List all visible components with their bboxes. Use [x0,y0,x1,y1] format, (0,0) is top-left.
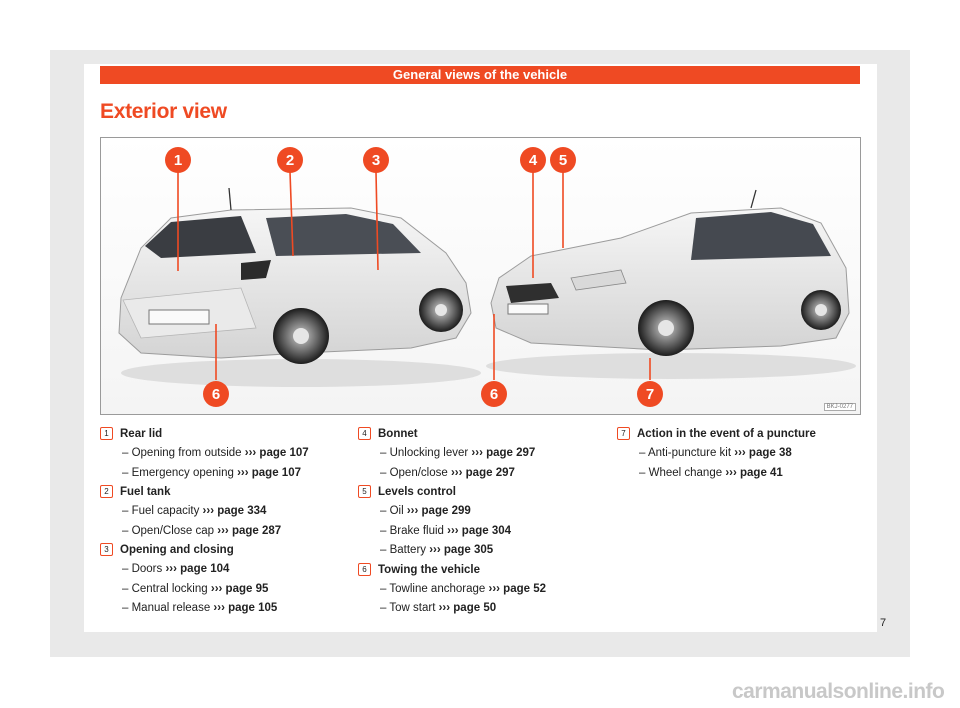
subitem: – Open/close ››› page 297 [380,466,515,479]
callout-number: 4 [529,152,538,169]
legend-item-rear-lid: 1 Rear lid – Opening from outside ››› pa… [100,426,330,484]
item-number: 3 [100,543,113,556]
item-title: Bonnet [378,428,418,440]
vehicle-illustration: 1 2 3 4 5 6 6 7 [118,147,856,407]
item-number: 1 [100,427,113,440]
item-title: Action in the event of a puncture [637,428,816,440]
item-number: 2 [100,485,113,498]
subitem: – Tow start ››› page 50 [380,602,497,614]
item-number: 7 [617,427,630,440]
page-title: Exterior view [100,100,227,123]
page-reference-link[interactable]: ››› page 299 [406,505,471,517]
page-reference-link[interactable]: ››› page 105 [213,602,278,614]
item-number: 5 [358,485,371,498]
item-title: Levels control [378,486,456,498]
page-reference-link[interactable]: ››› page 305 [429,544,494,556]
item-title: Towing the vehicle [378,563,481,576]
vehicle-figure: 1 2 3 4 5 6 6 7 BKJ-0277 [100,137,861,415]
subitem: – Central locking ››› page 95 [122,582,269,595]
callout-number: 6 [490,386,498,403]
callout-marker [277,147,303,173]
page-reference-link[interactable]: ››› page 52 [488,582,546,595]
page-reference-link[interactable]: ››› page 304 [447,524,512,537]
page-reference-link[interactable]: ››› page 334 [202,505,267,517]
page-reference-link[interactable]: ››› page 297 [450,466,515,479]
subitem: – Unlocking lever ››› page 297 [380,447,536,459]
legend-item-puncture: 7 Action in the event of a puncture – An… [617,426,857,484]
callout-marker [520,147,546,173]
subitem: – Battery ››› page 305 [380,544,494,556]
section-header: General views of the vehicle [100,66,860,84]
page-reference-link[interactable]: ››› page 107 [244,447,309,459]
item-title: Rear lid [120,428,163,440]
callout-marker [637,381,663,407]
front-car [486,189,856,379]
legend-column-3: 7 Action in the event of a puncture – An… [617,426,857,484]
page-reference-link[interactable]: ››› page 50 [438,602,497,614]
callout-lines [177,171,651,380]
page-number: 7 [880,617,887,629]
page-reference-link[interactable]: ››› page 41 [725,466,783,479]
page-reference-link[interactable]: ››› page 107 [237,466,301,479]
legend-item-levels-control: 5 Levels control – Oil ››› page 299 – Br… [358,484,588,562]
callout-number: 1 [174,152,182,169]
leader-line-2 [289,171,294,257]
callout-marker [550,147,576,173]
legend-item-fuel-tank: 2 Fuel tank – Fuel capacity ››› page 334… [100,484,330,542]
callout-marker [363,147,389,173]
subitem: – Wheel change ››› page 41 [639,466,783,479]
legend-item-bonnet: 4 Bonnet – Unlocking lever ››› page 297 … [358,426,588,484]
legend-column-2: 4 Bonnet – Unlocking lever ››› page 297 … [358,426,588,620]
page-reference-link[interactable]: ››› page 287 [217,524,282,537]
subitem: – Towline anchorage ››› page 52 [380,582,546,595]
figure-reference-code: BKJ-0277 [823,403,856,411]
callouts: 1 2 3 4 5 6 6 7 [165,147,663,407]
leader-line-3 [375,171,379,271]
legend-column-1: 1 Rear lid – Opening from outside ››› pa… [100,426,330,620]
page-reference-link[interactable]: ››› page 297 [471,447,536,459]
subitem: – Brake fluid ››› page 304 [380,524,512,537]
subitem: – Anti-puncture kit ››› page 38 [639,447,792,459]
subitem: – Oil ››› page 299 [380,505,471,517]
subitem: – Fuel capacity ››› page 334 [122,505,267,517]
subitem: – Open/Close cap ››› page 287 [122,524,282,537]
callout-number: 7 [646,386,654,403]
callout-marker [165,147,191,173]
subitem: – Opening from outside ››› page 107 [122,447,309,459]
watermark-text: carmanualsonline.info [732,680,945,703]
legend-item-opening-closing: 3 Opening and closing – Doors ››› page 1… [100,542,330,620]
callout-marker [203,381,229,407]
item-title: Opening and closing [120,544,234,556]
rear-car [118,187,481,387]
callout-number: 5 [559,152,567,169]
callout-number: 3 [372,152,380,169]
page-reference-link[interactable]: ››› page 104 [165,563,230,575]
callout-number: 2 [286,152,294,169]
page-reference-link[interactable]: ››› page 38 [734,447,792,459]
callout-number: 6 [212,386,220,403]
legend-item-towing: 6 Towing the vehicle – Towline anchorage… [358,562,588,620]
page-reference-link[interactable]: ››› page 95 [210,582,269,595]
item-number: 6 [358,562,371,576]
subitem: – Manual release ››› page 105 [122,602,278,614]
item-number: 4 [358,427,371,440]
subitem: – Emergency opening ››› page 107 [122,466,301,479]
subitem: – Doors ››› page 104 [122,563,230,575]
item-title: Fuel tank [120,486,171,498]
callout-marker [481,381,507,407]
